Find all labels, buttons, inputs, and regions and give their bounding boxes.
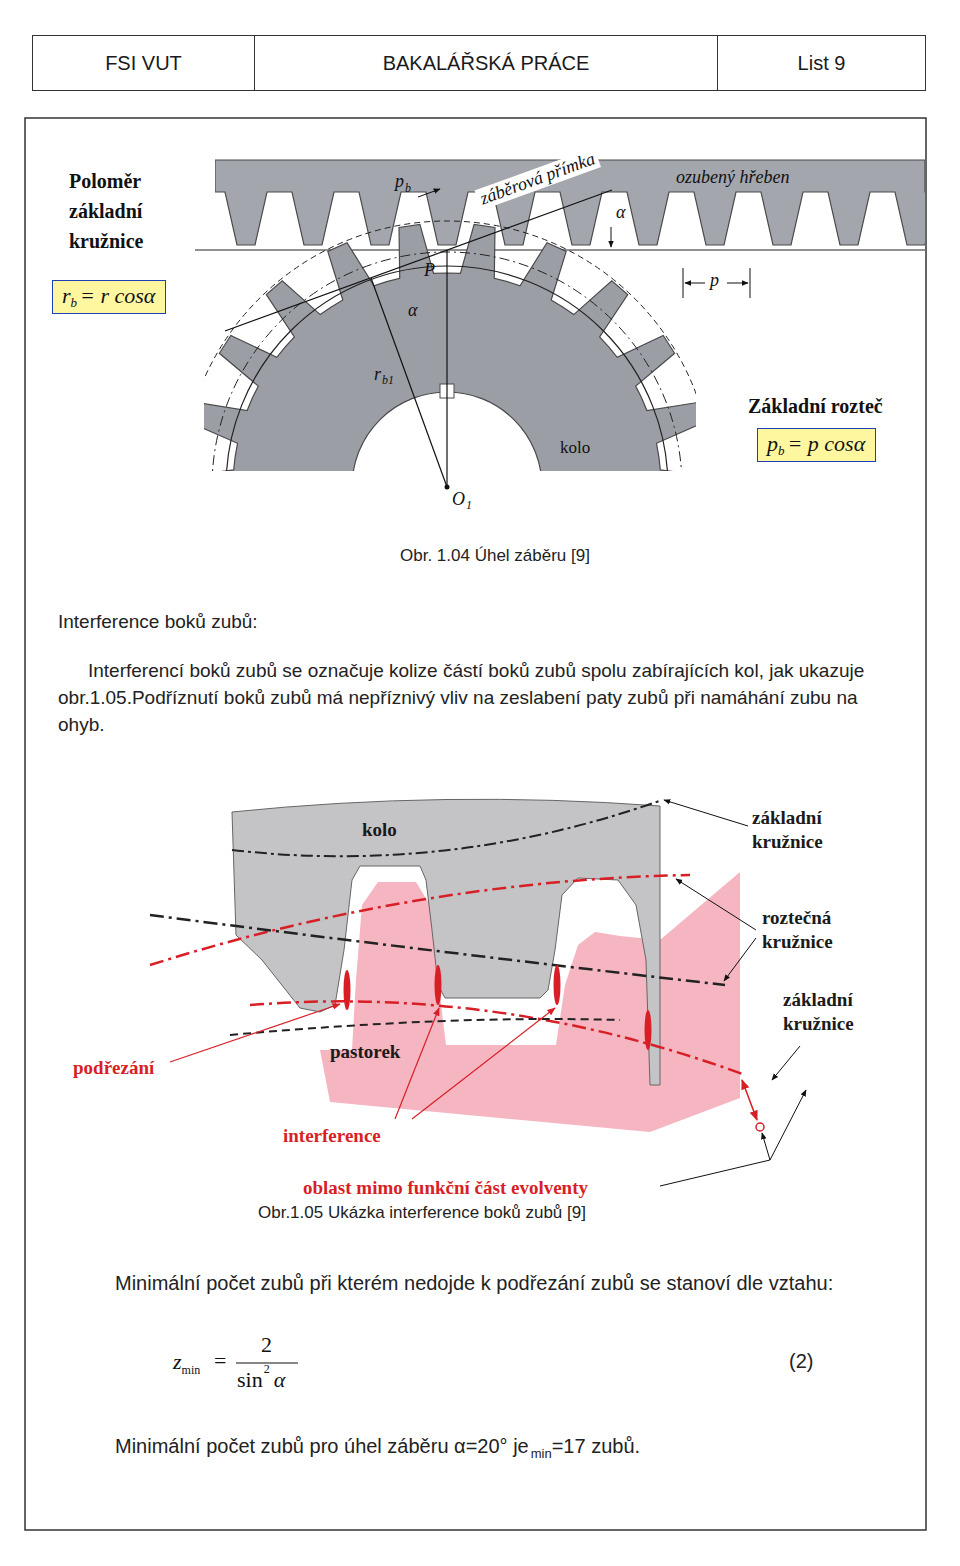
leader-line bbox=[762, 1133, 770, 1160]
leader-line bbox=[395, 1008, 439, 1119]
formula-exponent: 2 bbox=[264, 1363, 270, 1377]
equation-number: (2) bbox=[789, 1350, 813, 1373]
subscript: 1 bbox=[466, 499, 472, 513]
interference-mark bbox=[435, 965, 442, 1005]
line-label: záběrová přímka bbox=[474, 147, 600, 210]
radius-line bbox=[446, 250, 447, 487]
gear-body bbox=[204, 224, 696, 471]
formula-operator: = bbox=[214, 1348, 226, 1373]
leader-line bbox=[660, 1160, 770, 1186]
header-text: BAKALÁŘSKÁ PRÁCE bbox=[383, 52, 590, 75]
callout-label: základní kružnice bbox=[783, 988, 888, 1036]
formula-heading: Poloměr základní kružnice bbox=[69, 166, 189, 256]
dimension-symbol: p bbox=[395, 171, 404, 192]
figure-caption: Obr.1.05 Ukázka interference boků zubů [… bbox=[258, 1203, 586, 1223]
dimension-point bbox=[756, 1123, 764, 1131]
dimension-arrow bbox=[742, 1080, 757, 1120]
header-cell: FSI VUT bbox=[32, 35, 255, 91]
center-point bbox=[445, 485, 450, 490]
callout-label: podřezání bbox=[73, 1056, 154, 1080]
subscript: b bbox=[405, 182, 411, 196]
interference-mark bbox=[645, 1010, 652, 1050]
tip-circle bbox=[204, 221, 696, 471]
callout-label: oblast mimo funkční část evolventy bbox=[303, 1176, 588, 1200]
formula-function: sin bbox=[237, 1367, 263, 1392]
pitch-circle-arc bbox=[150, 875, 690, 965]
interference-mark bbox=[344, 970, 351, 1010]
leader-line bbox=[724, 938, 756, 981]
wheel-shape bbox=[232, 799, 660, 1085]
leader-line bbox=[170, 1004, 340, 1062]
paragraph: Minimální počet zubů při kterém nedojde … bbox=[58, 1266, 903, 1300]
formula-box: Poloměr základní kružnicerb= r cosα bbox=[52, 280, 166, 314]
base-circle-arc bbox=[232, 800, 662, 856]
dimension-symbol: p bbox=[710, 270, 719, 291]
formula-row: pb= p cosα bbox=[767, 431, 865, 459]
leader-line bbox=[772, 1046, 800, 1080]
formula-text: p bbox=[767, 431, 778, 456]
formula-symbol: α bbox=[274, 1367, 286, 1392]
formula-subscript: b bbox=[778, 443, 785, 458]
formula-heading: Základní rozteč bbox=[748, 391, 883, 421]
header-text: FSI VUT bbox=[105, 52, 182, 75]
part-label: kolo bbox=[362, 818, 397, 842]
formula-numerator: 2 bbox=[261, 1332, 272, 1357]
paragraph: Minimální počet zubů pro úhel záběru α=2… bbox=[115, 1435, 529, 1458]
radius-symbol: r bbox=[374, 364, 381, 385]
callout-label: interference bbox=[283, 1124, 381, 1148]
interference-mark bbox=[554, 965, 561, 1005]
dimension-tick bbox=[683, 268, 684, 298]
subscript: b1 bbox=[382, 374, 394, 388]
point-label: P bbox=[424, 260, 435, 281]
angle-symbol: α bbox=[408, 300, 417, 321]
dimension-arrow bbox=[611, 227, 612, 247]
line-of-action bbox=[225, 190, 612, 331]
formula-subscript: min bbox=[182, 1364, 201, 1378]
callout-label: základní kružnice bbox=[752, 806, 870, 854]
angle-symbol: α bbox=[616, 202, 625, 223]
leader-line bbox=[664, 800, 748, 826]
dimension-arrow bbox=[685, 283, 705, 284]
base-radius-line bbox=[371, 278, 447, 487]
page-frame bbox=[25, 118, 926, 1530]
leader-line bbox=[770, 1090, 806, 1160]
header-page-cell: List 9 bbox=[718, 35, 926, 91]
leader-line bbox=[412, 1008, 555, 1119]
leader-line bbox=[676, 879, 756, 930]
part-label: pastorek bbox=[330, 1040, 400, 1064]
dimension-tick bbox=[750, 268, 751, 298]
formula-row: rb= r cosα bbox=[62, 283, 155, 311]
base-circle-arc bbox=[250, 1001, 745, 1075]
point-label: O bbox=[452, 489, 465, 510]
header-title-cell: BAKALÁŘSKÁ PRÁCE bbox=[255, 35, 718, 91]
paragraph: =17 zubů. bbox=[552, 1435, 640, 1458]
part-label: kolo bbox=[560, 438, 590, 458]
part-label: ozubený hřeben bbox=[676, 167, 789, 188]
gear bbox=[204, 221, 696, 471]
formula-text: = p cosα bbox=[788, 431, 866, 456]
paragraph: Interferencí boků zubů se označuje koliz… bbox=[58, 657, 903, 738]
formula-text: = r cosα bbox=[80, 283, 155, 308]
formula-subscript: b bbox=[71, 295, 78, 310]
formula-box: Základní roztečpb= p cosα bbox=[757, 428, 876, 462]
dimension-arrow bbox=[727, 283, 748, 284]
subscript: min bbox=[531, 1447, 552, 1462]
header-text: List 9 bbox=[798, 52, 846, 75]
formula-text: r bbox=[62, 283, 71, 308]
section-heading: Interference boků zubů: bbox=[58, 611, 258, 633]
formula-symbol: z bbox=[173, 1349, 182, 1374]
figure-caption: Obr. 1.04 Úhel záběru [9] bbox=[400, 546, 590, 566]
callout-label: roztečná kružnice bbox=[762, 906, 872, 954]
dimension-arrow bbox=[418, 189, 440, 197]
